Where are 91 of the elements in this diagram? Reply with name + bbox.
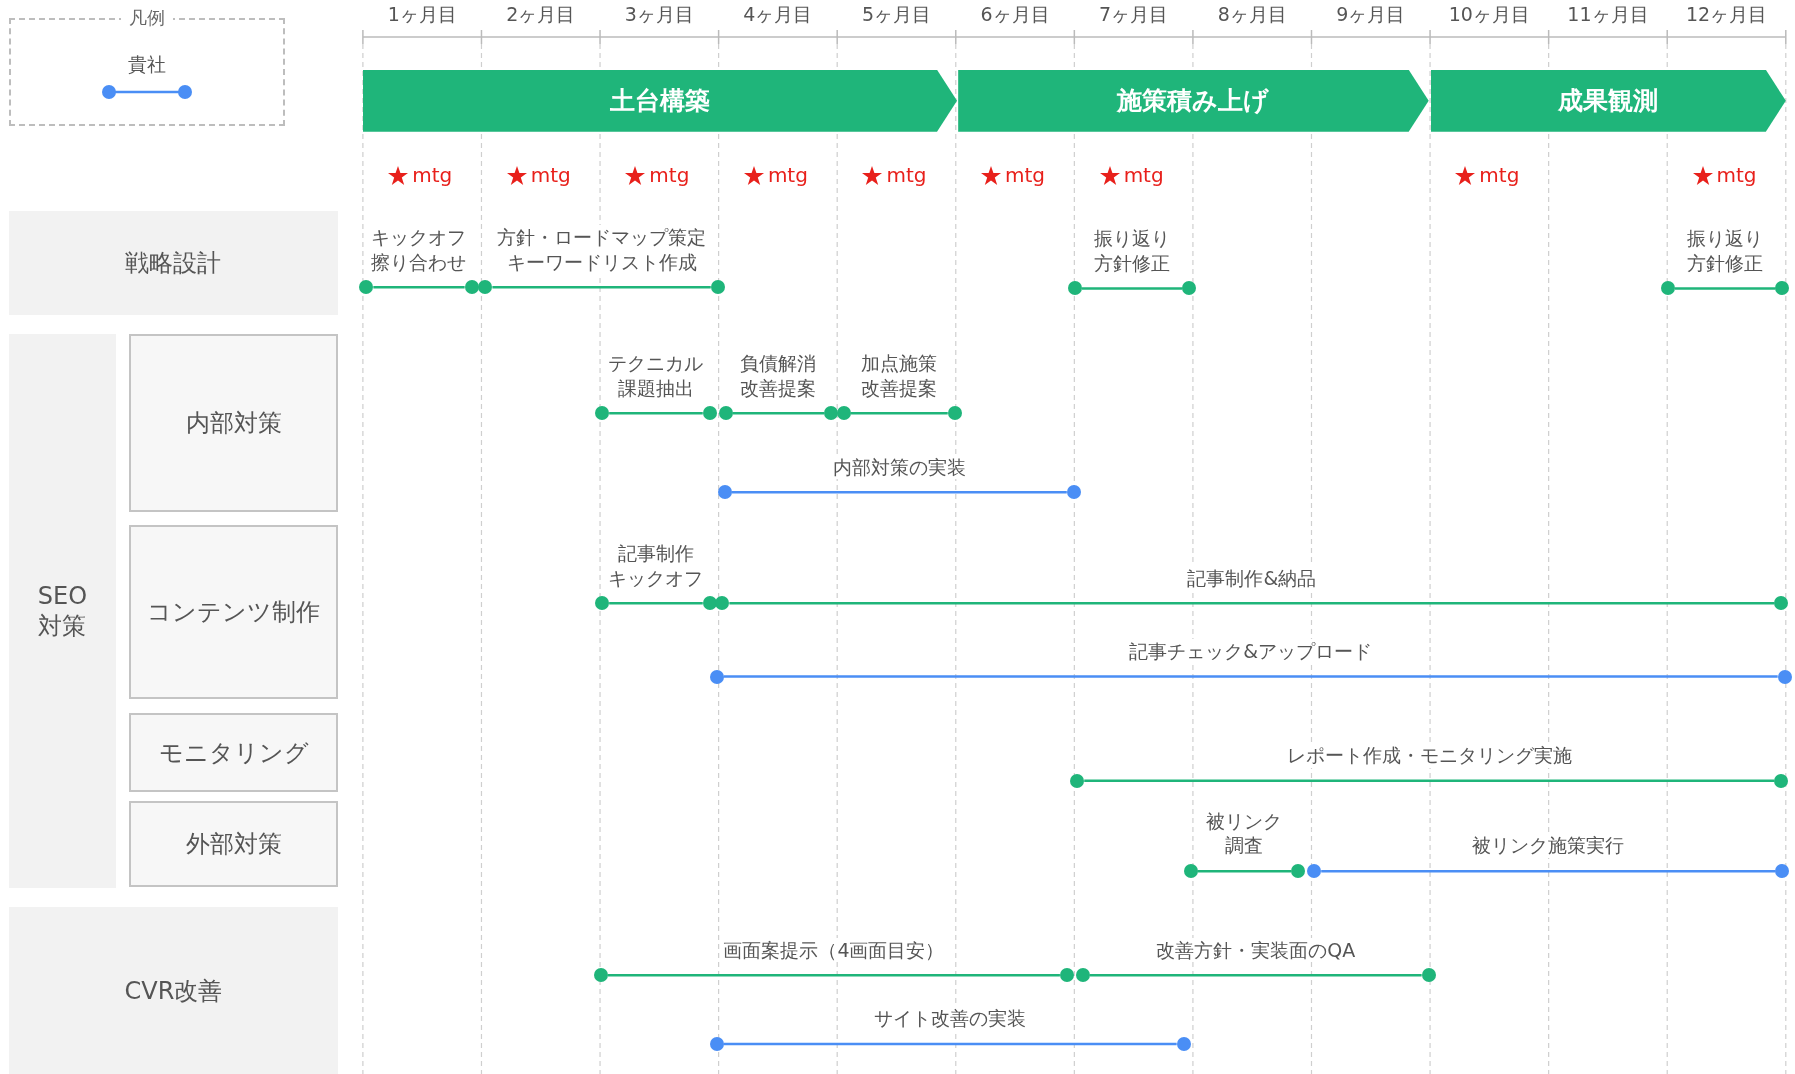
timeline-bar [609, 602, 703, 605]
milestone-dot [717, 485, 732, 500]
phase-label: 土台構築 [609, 85, 710, 118]
meeting-label: mtg [767, 163, 808, 187]
milestone-dot [1067, 281, 1082, 296]
month-label: 9ヶ月目 [1336, 2, 1406, 27]
timeline-bar [723, 675, 1778, 678]
milestone-dot [718, 406, 733, 421]
phase-banner [1430, 69, 1786, 132]
timeline-bar [608, 974, 1060, 977]
meeting-label: mtg [1005, 163, 1046, 187]
month-label: 12ヶ月目 [1685, 2, 1768, 27]
meeting-label: mtg [1479, 163, 1520, 187]
month-label: 5ヶ月目 [861, 2, 931, 27]
milestone-dot [702, 406, 717, 421]
month-label: 1ヶ月目 [387, 2, 457, 27]
meeting-label: mtg [530, 163, 571, 187]
milestone-dot [595, 406, 610, 421]
phase-label: 施策積み上げ [1117, 85, 1270, 118]
timeline-bar [1674, 287, 1776, 290]
milestone-dot [1182, 281, 1197, 296]
milestone-dot [1059, 968, 1074, 983]
month-label: 4ヶ月目 [743, 2, 813, 27]
month-label: 11ヶ月目 [1567, 2, 1649, 27]
row-label: コンテンツ制作 [147, 597, 320, 628]
milestone-dot [1777, 669, 1792, 684]
category-box [129, 713, 338, 793]
milestone-dot [464, 280, 479, 295]
timeline-bar [723, 1042, 1177, 1046]
milestone-dot [1183, 864, 1198, 879]
month-label: 7ヶ月目 [1099, 2, 1169, 27]
timeline-bar [850, 412, 948, 415]
timeline-bar [1081, 287, 1183, 290]
milestone-dot [702, 596, 717, 611]
meeting-label: mtg [886, 163, 927, 187]
timeline-bar [492, 286, 711, 289]
category-box [129, 525, 338, 700]
row-label: 内部対策 [185, 408, 282, 438]
timeline-bar [731, 491, 1067, 494]
timeline-bar [1089, 974, 1422, 977]
legend-label: 貴社 [128, 52, 166, 77]
timeline-bar [1321, 869, 1776, 873]
milestone-dot [1291, 864, 1306, 879]
milestone-dot [709, 1037, 724, 1051]
timeline-bar [1197, 869, 1292, 873]
milestone-dot [1070, 773, 1085, 788]
milestone-dot [1774, 773, 1789, 788]
milestone-dot [1075, 968, 1090, 983]
milestone-dot [1660, 281, 1675, 296]
milestone-dot [710, 280, 725, 295]
milestone-dot [1775, 281, 1790, 296]
meeting-label: mtg [412, 163, 453, 187]
milestone-dot [715, 596, 730, 611]
phase-banner [958, 69, 1429, 132]
phase-label: 成果観測 [1558, 85, 1659, 118]
month-label: 10ヶ月目 [1448, 2, 1530, 27]
row-label: モニタリング [158, 737, 309, 768]
milestone-dot [1307, 864, 1322, 879]
milestone-dot [1066, 485, 1081, 500]
meeting-label: mtg [649, 163, 690, 187]
meeting-label: mtg [1716, 163, 1757, 187]
row-label: CVR改善 [124, 975, 223, 1006]
month-label: 8ヶ月目 [1217, 2, 1287, 27]
timeline-bar [1084, 779, 1775, 782]
milestone-dot [595, 596, 610, 611]
timeline-bar [732, 412, 825, 415]
phase-banner [362, 69, 957, 132]
row-label: SEO 対策 [37, 581, 88, 642]
category-box [129, 334, 338, 512]
milestone-dot [478, 280, 493, 295]
milestone-dot [1421, 968, 1436, 983]
month-label: 6ヶ月目 [980, 2, 1050, 27]
milestone-dot [709, 669, 724, 684]
row-label: 戦略設計 [125, 247, 222, 278]
milestone-dot [1775, 864, 1790, 879]
meeting-label: mtg [1123, 163, 1164, 187]
milestone-dot [594, 968, 608, 983]
month-label: 2ヶ月目 [506, 2, 576, 27]
timeline-bar [729, 602, 1775, 605]
milestone-dot [836, 406, 851, 421]
timeline-bar [373, 286, 465, 289]
timeline-bar [609, 412, 703, 415]
row-label: 外部対策 [185, 829, 282, 860]
milestone-dot [1774, 596, 1789, 611]
milestone-dot [359, 280, 374, 295]
milestone-dot [824, 406, 839, 421]
category-box [129, 801, 338, 888]
legend-title: 凡例 [121, 6, 173, 30]
milestone-dot [1176, 1037, 1191, 1051]
milestone-dot [947, 406, 962, 421]
month-label: 3ヶ月目 [624, 2, 694, 27]
